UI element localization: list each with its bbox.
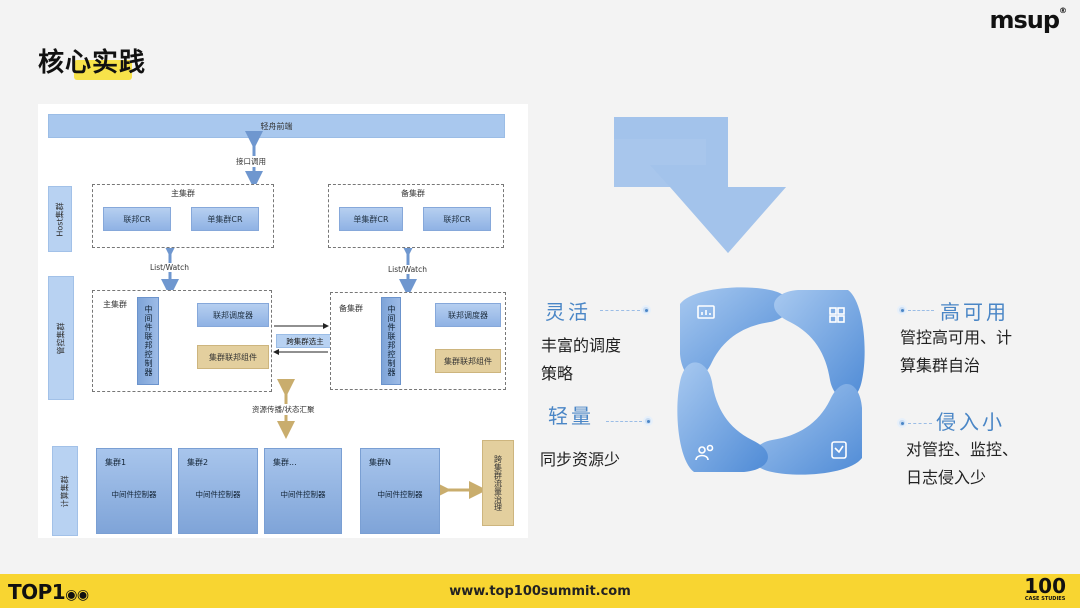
list-watch-label-standby: List/Watch: [388, 265, 427, 274]
cluster-name: 集群1: [105, 458, 127, 467]
logo-text: msup: [989, 6, 1060, 34]
title-highlight: [74, 60, 132, 80]
users-icon: [698, 446, 706, 454]
connector-line: [600, 310, 640, 312]
top100-brand: TOP1◉◉: [8, 580, 89, 604]
desc-line: 管控高可用、计: [900, 328, 1013, 347]
federation-scheduler: 联邦调度器: [197, 303, 269, 327]
apps-icon: [829, 307, 837, 315]
footer-bar: [0, 574, 1080, 608]
control-layer-label: 管控集群: [48, 276, 74, 400]
capability-pinwheel: [677, 287, 865, 475]
eyes-icon: ◉◉: [65, 587, 89, 603]
connector-dot: [641, 305, 651, 315]
standby-cluster-label: 备集群: [401, 189, 425, 198]
feature-intrusion-title: 侵入小: [936, 410, 1005, 434]
feature-ha-desc: 管控高可用、计 算集群自治: [900, 324, 1012, 380]
feature-flexible-desc: 丰富的调度 策略: [541, 332, 621, 388]
resource-sync-label: 资源传播/状态汇聚: [252, 404, 315, 415]
api-label: 接口调用: [236, 156, 266, 167]
feature-intrusion-desc: 对管控、监控、 日志侵入少: [906, 436, 1018, 492]
feature-lightweight-desc: 同步资源少: [540, 450, 621, 469]
desc-line: 日志侵入少: [906, 468, 987, 487]
cross-cluster-election: 跨集群选主: [276, 334, 334, 348]
frontend-bar: 轻舟前端: [48, 114, 505, 138]
primary-control-cluster: 主集群 中间件联邦控制器 联邦调度器 集群联邦组件: [92, 290, 272, 392]
cluster-controller: 中间件控制器: [195, 490, 241, 499]
compute-cluster-1: 集群1 中间件控制器: [96, 448, 172, 534]
cluster-name: 集群N: [369, 458, 391, 467]
federation-controller: 中间件联邦控制器: [381, 297, 401, 385]
standby-control-cluster: 备集群 中间件联邦控制器 联邦调度器 集群联邦组件: [330, 292, 506, 390]
connector-dot: [643, 416, 653, 426]
cross-cluster-traffic-governance: 跨集群流量治理: [482, 440, 514, 526]
case-studies-logo: 100 CASE STUDIES: [1024, 576, 1066, 602]
primary-cluster-label: 主集群: [171, 189, 195, 198]
msup-logo: msup®: [989, 6, 1067, 34]
brand-text: TOP1: [8, 580, 66, 604]
primary-cluster-label: 主集群: [103, 300, 127, 309]
single-cluster-cr-box: 单集群CR: [191, 207, 259, 231]
case-number: 100: [1024, 574, 1066, 598]
compute-cluster-2: 集群2 中间件控制器: [178, 448, 258, 534]
federation-scheduler: 联邦调度器: [435, 303, 501, 327]
connector-line: [606, 421, 642, 423]
cluster-controller: 中间件控制器: [377, 490, 423, 499]
feature-flexible-title: 灵活: [545, 300, 591, 324]
federation-cr-box: 联邦CR: [103, 207, 171, 231]
cluster-federation-component: 集群联邦组件: [435, 349, 501, 373]
desc-line: 对管控、监控、: [906, 440, 1019, 459]
compute-cluster-more: 集群... 中间件控制器: [264, 448, 342, 534]
federation-cr-box: 联邦CR: [423, 207, 491, 231]
single-cluster-cr-box: 单集群CR: [339, 207, 403, 231]
desc-line: 算集群自治: [900, 356, 981, 375]
list-watch-label-primary: List/Watch: [150, 263, 189, 272]
cluster-controller: 中间件控制器: [280, 490, 326, 499]
case-text: CASE STUDIES: [1024, 596, 1066, 602]
cluster-name: 集群...: [273, 458, 297, 467]
host-layer-label: Host集群: [48, 186, 72, 252]
desc-line: 丰富的调度: [541, 336, 622, 355]
compute-cluster-n: 集群N 中间件控制器: [360, 448, 440, 534]
monitor-icon: [697, 305, 715, 319]
cluster-controller: 中间件控制器: [111, 490, 157, 499]
connector-line: [908, 423, 932, 425]
connector-line: [908, 310, 934, 312]
connector-dot: [897, 305, 907, 315]
cluster-federation-component: 集群联邦组件: [197, 345, 269, 369]
feature-ha-title: 高可用: [940, 300, 1009, 324]
slide-title: 核心实践: [38, 48, 147, 78]
architecture-diagram: 轻舟前端 接口调用 Host集群 主集群 联邦CR 单集群CR 备集群 单集群C…: [38, 104, 528, 538]
standby-host-cluster: 备集群 单集群CR 联邦CR: [328, 184, 504, 248]
standby-cluster-label: 备集群: [339, 304, 363, 313]
feature-lightweight-title: 轻量: [548, 404, 594, 428]
shield-icon: [831, 441, 847, 459]
compute-layer-label: 计算集群: [52, 446, 78, 536]
footer-url[interactable]: www.top100summit.com: [449, 584, 631, 599]
desc-line: 策略: [541, 364, 574, 383]
connector-dot: [897, 418, 907, 428]
big-arrow-icon: [614, 117, 786, 253]
primary-host-cluster: 主集群 联邦CR 单集群CR: [92, 184, 274, 248]
registered-mark: ®: [1059, 6, 1067, 15]
federation-controller: 中间件联邦控制器: [137, 297, 159, 385]
cluster-name: 集群2: [187, 458, 209, 467]
